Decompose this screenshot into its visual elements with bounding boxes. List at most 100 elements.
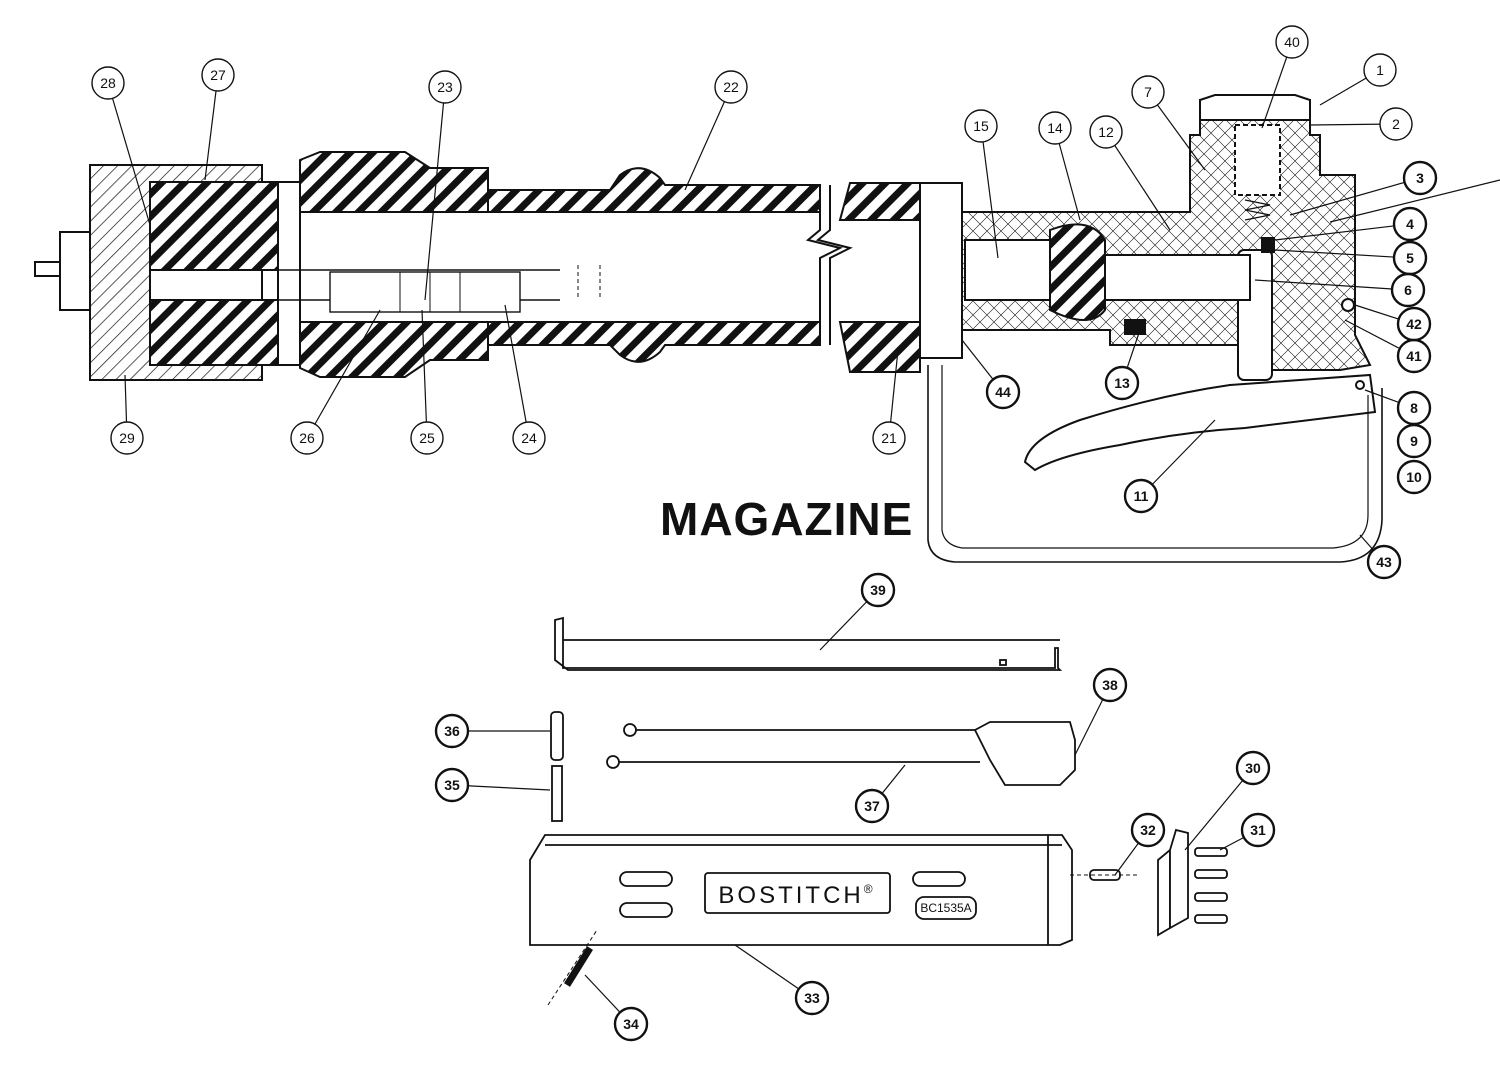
trigger-guard <box>927 365 1383 563</box>
leader-line-27 <box>204 74 219 181</box>
callout-number: 39 <box>870 582 886 598</box>
leader-line-28 <box>107 82 151 226</box>
callout-21: 21 <box>872 421 906 455</box>
callout-38: 38 <box>1092 667 1128 703</box>
spring <box>551 765 563 822</box>
model-code-label: BC1535A <box>920 901 971 915</box>
callout-44: 44 <box>985 374 1021 410</box>
callout-number: 22 <box>723 79 739 95</box>
collar <box>277 181 301 366</box>
callout-circle <box>860 572 896 608</box>
callout-number: 35 <box>444 777 460 793</box>
callout-number: 34 <box>623 1016 639 1032</box>
callout-circle <box>964 109 998 143</box>
callout-circle <box>1396 459 1432 495</box>
callout-number: 3 <box>1416 170 1424 186</box>
callout-36: 36 <box>434 713 470 749</box>
leader-line-25 <box>421 309 428 439</box>
callout-circle <box>1092 667 1128 703</box>
callout-number: 42 <box>1406 316 1422 332</box>
callout-circle <box>613 1006 649 1042</box>
callout-6: 6 <box>1390 272 1426 308</box>
callout-33: 33 <box>794 980 830 1016</box>
callout-number: 30 <box>1245 760 1261 776</box>
callout-37: 37 <box>854 788 890 824</box>
leader-line-12 <box>1105 131 1171 231</box>
callout-12: 12 <box>1089 115 1123 149</box>
callout-circle <box>985 374 1021 410</box>
callout-1: 1 <box>1363 53 1397 87</box>
section-heading: MAGAZINE <box>660 493 914 545</box>
hex-nut <box>299 151 489 213</box>
callout-number: 38 <box>1102 677 1118 693</box>
roll-pin <box>564 946 593 987</box>
callout-number: 23 <box>437 79 453 95</box>
leader-line-22 <box>684 86 732 191</box>
callout-number: 25 <box>419 430 435 446</box>
screw-1 <box>1194 847 1228 857</box>
nose-plate <box>919 182 963 359</box>
callout-34: 34 <box>613 1006 649 1042</box>
callout-number: 24 <box>521 430 537 446</box>
end-plate <box>1157 848 1171 937</box>
nozzle-nut <box>149 181 279 366</box>
callout-number: 32 <box>1140 822 1156 838</box>
callout-circle <box>290 421 324 455</box>
callout-number: 14 <box>1047 120 1063 136</box>
callout-number: 2 <box>1392 116 1400 132</box>
callout-number: 44 <box>995 384 1011 400</box>
leader-line-5 <box>1274 249 1411 259</box>
callout-29: 29 <box>110 421 144 455</box>
callout-number: 31 <box>1250 822 1266 838</box>
callout-number: 29 <box>119 430 135 446</box>
callout-circle <box>1240 812 1276 848</box>
callout-circle <box>201 58 235 92</box>
callout-14: 14 <box>1038 111 1072 145</box>
callout-circle <box>1396 306 1432 342</box>
callout-9: 9 <box>1396 423 1432 459</box>
callout-circle <box>1379 107 1413 141</box>
plunger-stub <box>59 231 91 311</box>
callout-circle <box>1390 272 1426 308</box>
callout-42: 42 <box>1396 306 1432 342</box>
callout-25: 25 <box>410 421 444 455</box>
callout-number: 13 <box>1114 375 1130 391</box>
callout-circle <box>1104 365 1140 401</box>
callout-number: 6 <box>1404 282 1412 298</box>
callout-32: 32 <box>1130 812 1166 848</box>
callout-number: 37 <box>864 798 880 814</box>
callout-number: 7 <box>1144 84 1152 100</box>
callout-circle <box>1363 53 1397 87</box>
leader-line-30 <box>1184 767 1254 851</box>
callout-layer: 1234567891011121314152122232425262728293… <box>91 25 1438 1042</box>
callout-circle <box>1123 478 1159 514</box>
callout-number: 28 <box>100 75 116 91</box>
callout-circle <box>1392 206 1428 242</box>
callout-number: 15 <box>973 118 989 134</box>
callout-27: 27 <box>201 58 235 92</box>
callout-30: 30 <box>1235 750 1271 786</box>
trigger <box>1023 373 1377 472</box>
callout-number: 27 <box>210 67 226 83</box>
callout-circle <box>1235 750 1271 786</box>
callout-circle <box>1275 25 1309 59</box>
callout-number: 26 <box>299 430 315 446</box>
pusher <box>973 721 1076 786</box>
screw-2 <box>1194 869 1228 879</box>
callout-circle <box>1366 544 1402 580</box>
callout-number: 1 <box>1376 62 1384 78</box>
callout-number: 10 <box>1406 469 1422 485</box>
callout-2: 2 <box>1379 107 1413 141</box>
callout-circle <box>1130 812 1166 848</box>
callout-number: 9 <box>1410 433 1418 449</box>
brand-label: BOSTITCH® <box>718 882 875 909</box>
callout-number: 36 <box>444 723 460 739</box>
callout-15: 15 <box>964 109 998 143</box>
callout-number: 21 <box>881 430 897 446</box>
callout-7: 7 <box>1131 75 1165 109</box>
callout-5: 5 <box>1392 240 1428 276</box>
callout-number: 5 <box>1406 250 1414 266</box>
callout-number: 33 <box>804 990 820 1006</box>
callout-circle <box>410 421 444 455</box>
callout-number: 41 <box>1406 348 1422 364</box>
